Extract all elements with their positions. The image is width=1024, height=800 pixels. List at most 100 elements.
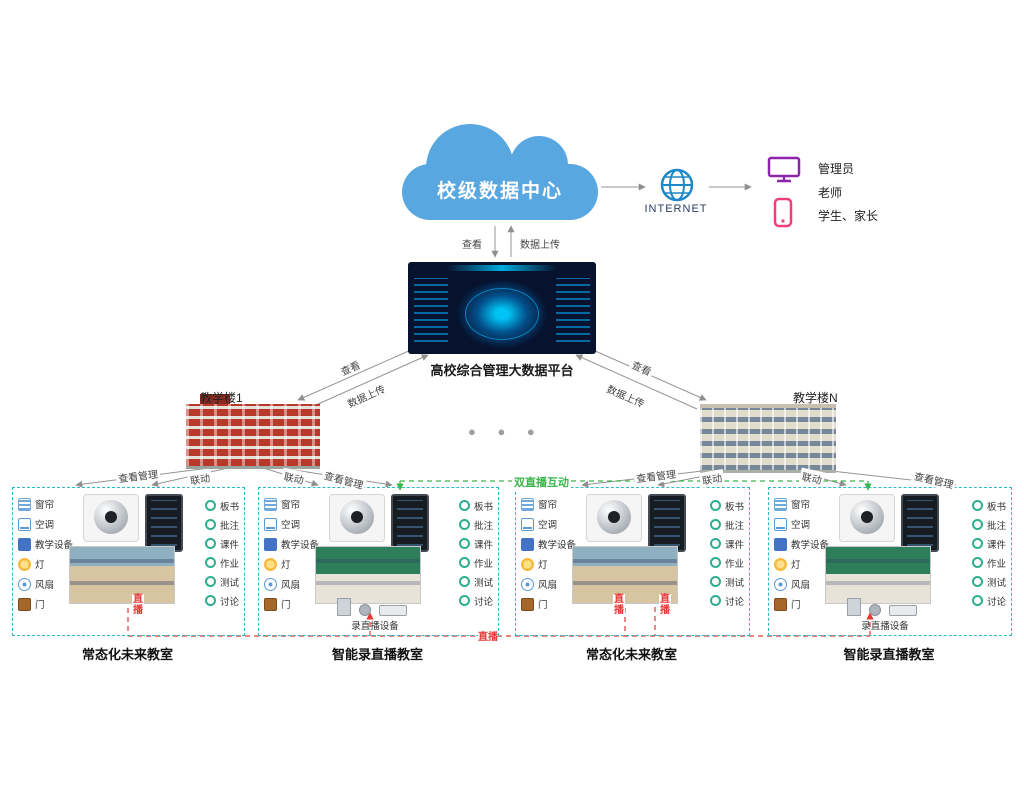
feature-item: 测试 [458, 572, 493, 591]
feature-item: 作业 [458, 553, 493, 572]
device-label: 风扇 [281, 580, 301, 591]
courseware-icon [971, 538, 983, 549]
feature-label: 测试 [724, 577, 744, 589]
device-label: 灯 [281, 560, 291, 571]
feature-label: 课件 [724, 539, 744, 551]
device-label: 教学设备 [538, 540, 577, 551]
feature-label: 讨论 [473, 596, 493, 608]
caption-normal-classroom-2: 常态化未来教室 [585, 647, 677, 662]
feature-label: 课件 [473, 539, 493, 551]
microphone-icon [359, 604, 371, 616]
homework-icon [204, 557, 216, 568]
light-icon [18, 557, 31, 571]
device-item: 窗帘 [264, 494, 319, 514]
dome-camera-image [586, 494, 642, 542]
device-label: 窗帘 [538, 500, 558, 511]
more-buildings-ellipsis: ● ● ● [468, 424, 544, 439]
classroom-panel-normal-1: 窗帘 空调 教学设备 灯 风扇 门 板书 批注 课件 作业 测试 讨论 [12, 487, 245, 636]
feature-label: 板书 [219, 501, 239, 513]
feature-item: 批注 [458, 515, 493, 534]
board-icon [709, 500, 721, 511]
platform-caption: 高校综合管理大数据平台 [430, 363, 574, 378]
feature-item: 测试 [709, 572, 744, 591]
feature-label: 板书 [724, 501, 744, 513]
fan-icon [18, 577, 31, 591]
device-list: 窗帘 空调 教学设备 灯 风扇 门 [774, 494, 829, 614]
feature-item: 批注 [971, 515, 1006, 534]
device-label: 灯 [35, 560, 45, 571]
feature-list: 板书 批注 课件 作业 测试 讨论 [204, 496, 239, 610]
feature-item: 作业 [709, 553, 744, 572]
feature-label: 测试 [473, 577, 493, 589]
door-icon [18, 597, 31, 611]
homework-icon [458, 557, 470, 568]
fan-icon [774, 577, 787, 591]
feature-label: 批注 [724, 520, 744, 532]
feature-item: 讨论 [971, 591, 1006, 610]
device-item: 风扇 [18, 574, 73, 594]
curtain-icon [18, 497, 31, 511]
platform-screenshot [408, 262, 596, 354]
device-item: 风扇 [774, 574, 829, 594]
phone-icon [773, 197, 793, 228]
feature-item: 板书 [458, 496, 493, 515]
dome-camera-image [329, 494, 385, 542]
device-label: 窗帘 [35, 500, 55, 511]
feature-label: 讨论 [724, 596, 744, 608]
user-students-label: 学生、家长 [818, 209, 879, 223]
classroom-photo [572, 546, 678, 604]
feature-label: 作业 [986, 558, 1006, 570]
device-item: 教学设备 [264, 534, 319, 554]
device-label: 教学设备 [35, 540, 74, 551]
discussion-icon [971, 595, 983, 606]
device-item: 灯 [18, 554, 73, 574]
device-item: 窗帘 [521, 494, 576, 514]
device-item: 灯 [521, 554, 576, 574]
control-panel-image [391, 494, 429, 552]
feature-label: 测试 [219, 577, 239, 589]
device-label: 风扇 [791, 580, 811, 591]
device-label: 空调 [538, 520, 558, 531]
light-icon [264, 557, 277, 571]
speaker-icon [337, 598, 351, 616]
feature-label: 课件 [986, 539, 1006, 551]
control-panel-screen [397, 500, 423, 546]
feature-item: 作业 [204, 553, 239, 572]
device-item: 风扇 [521, 574, 576, 594]
feature-item: 板书 [709, 496, 744, 515]
board-icon [971, 500, 983, 511]
live-label: 直播 [132, 594, 144, 616]
edge-label-upload: 数据上传 [518, 236, 562, 251]
caption-recording-classroom-2: 智能录直播教室 [843, 647, 935, 662]
device-item: 空调 [774, 514, 829, 534]
feature-item: 测试 [971, 572, 1006, 591]
device-item: 灯 [264, 554, 319, 574]
teaching-equipment-icon [18, 537, 31, 551]
board-icon [458, 500, 470, 511]
device-list: 窗帘 空调 教学设备 灯 风扇 门 [264, 494, 319, 614]
teaching-building-1-image [186, 394, 320, 469]
annotation-icon [709, 519, 721, 530]
device-label: 门 [281, 600, 291, 611]
teaching-building-n-image [700, 404, 836, 473]
device-list: 窗帘 空调 教学设备 灯 风扇 门 [521, 494, 576, 614]
microphone-icon [869, 604, 881, 616]
device-label: 窗帘 [791, 500, 811, 511]
light-icon [774, 557, 787, 571]
curtain-icon [521, 497, 534, 511]
recording-equipment-images [847, 598, 917, 616]
device-label: 门 [538, 600, 548, 611]
curtain-icon [774, 497, 787, 511]
recorder-icon [379, 605, 407, 616]
control-panel-screen [907, 500, 933, 546]
feature-item: 课件 [971, 534, 1006, 553]
device-label: 空调 [791, 520, 811, 531]
homework-icon [971, 557, 983, 568]
data-center-cloud [402, 124, 598, 220]
discussion-icon [709, 595, 721, 606]
feature-item: 批注 [204, 515, 239, 534]
dashboard-center-glow [456, 278, 548, 349]
device-item: 空调 [18, 514, 73, 534]
